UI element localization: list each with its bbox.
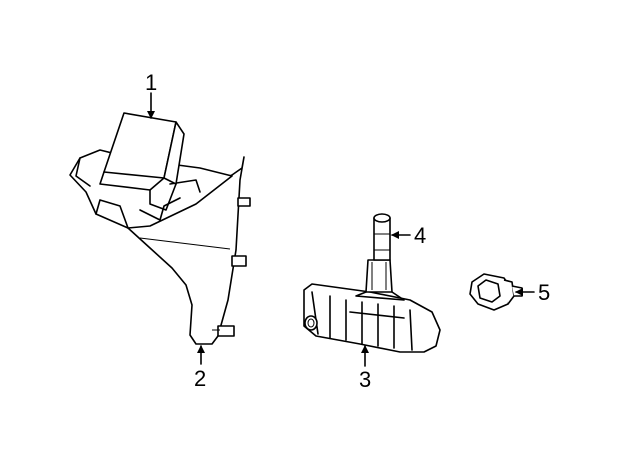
callout-number-2: 2 — [194, 366, 206, 391]
callout-number-1: 1 — [145, 70, 157, 95]
module-part — [99, 112, 185, 211]
callout-number-5: 5 — [538, 280, 550, 305]
sensor-part — [303, 283, 441, 353]
callout-number-4: 4 — [414, 223, 426, 248]
bracket-part — [69, 149, 251, 345]
callout-number-3: 3 — [359, 367, 371, 392]
valve-nut-part — [469, 273, 523, 311]
valve-stem-part — [355, 213, 405, 301]
